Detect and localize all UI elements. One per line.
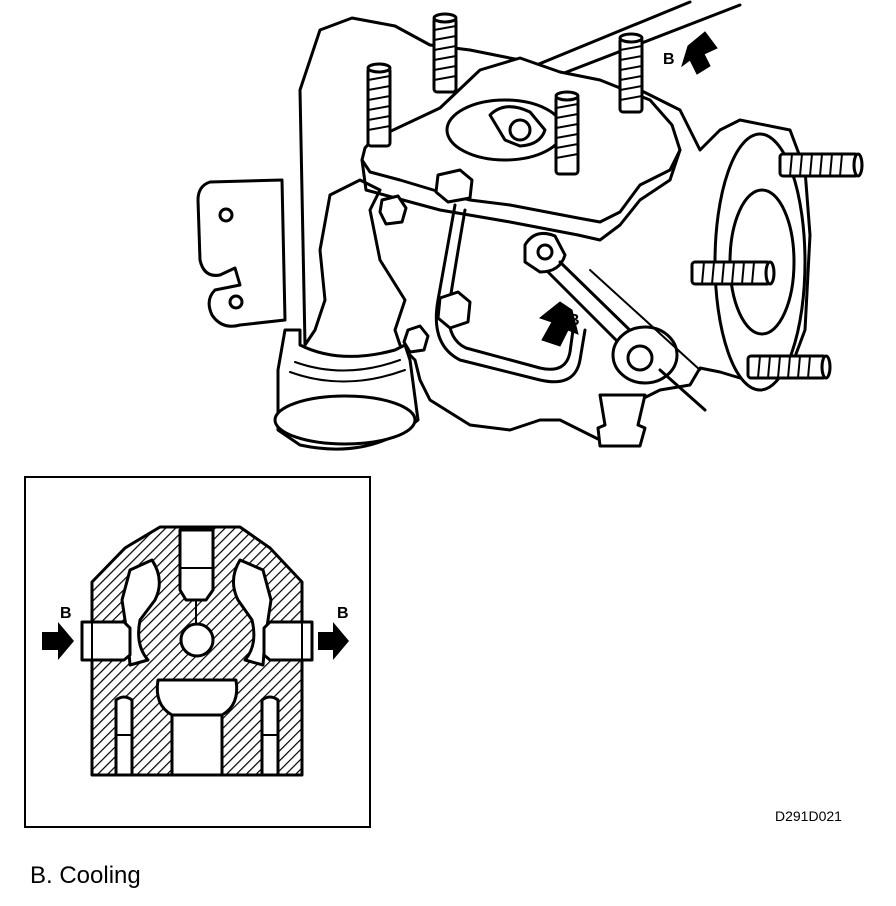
section-bore: [179, 622, 215, 658]
outlet-pipe-ridge: [289, 369, 406, 383]
water-line: [434, 203, 587, 384]
flow-arrow-icon: [538, 301, 579, 347]
bracket-hole: [218, 207, 234, 223]
flow-arrow-icon: [42, 622, 74, 660]
cross-section: [80, 525, 314, 777]
label-b-top: B: [663, 51, 675, 68]
flange-port-bolt: [508, 118, 532, 142]
label-b-mid: B: [568, 312, 580, 329]
body-bolt: [436, 290, 472, 330]
boss-hole: [626, 344, 654, 372]
bracket-line: [658, 368, 707, 412]
body-bolt: [378, 194, 408, 226]
oil-fitting-hole: [536, 243, 554, 261]
label-b-left: B: [60, 605, 72, 622]
section-inlet-left: [80, 620, 132, 662]
flange-studs: [366, 12, 644, 176]
oil-pipe: [546, 270, 630, 354]
figure-caption: B. Cooling: [30, 862, 141, 889]
section-cup-lower: [170, 713, 224, 777]
section-port: [178, 528, 215, 602]
drain-fitting: [596, 393, 647, 448]
turbocharger-assembly: [196, 0, 864, 451]
bracket-hole: [228, 294, 244, 310]
figure-code: D291D021: [775, 808, 842, 824]
compressor-studs: [690, 152, 864, 380]
flow-arrow-icon: [538, 31, 718, 347]
flow-arrow-icon: [318, 622, 349, 660]
oil-pipe: [558, 260, 642, 342]
flange-nut: [434, 168, 474, 204]
section-cavity-right: [232, 558, 273, 667]
flow-arrow-icon: [42, 622, 349, 660]
label-b-right: B: [337, 605, 349, 622]
bracket-line: [589, 269, 701, 371]
outlet-pipe-ridge: [294, 359, 401, 372]
body-bolt: [402, 324, 430, 354]
outlet-pipe-rim: [273, 394, 417, 446]
water-line: [447, 208, 575, 371]
flow-arrow-icon: [681, 31, 718, 75]
top-flange-edge: [360, 148, 682, 242]
section-outlet-right: [262, 620, 314, 662]
section-cup: [155, 678, 239, 717]
